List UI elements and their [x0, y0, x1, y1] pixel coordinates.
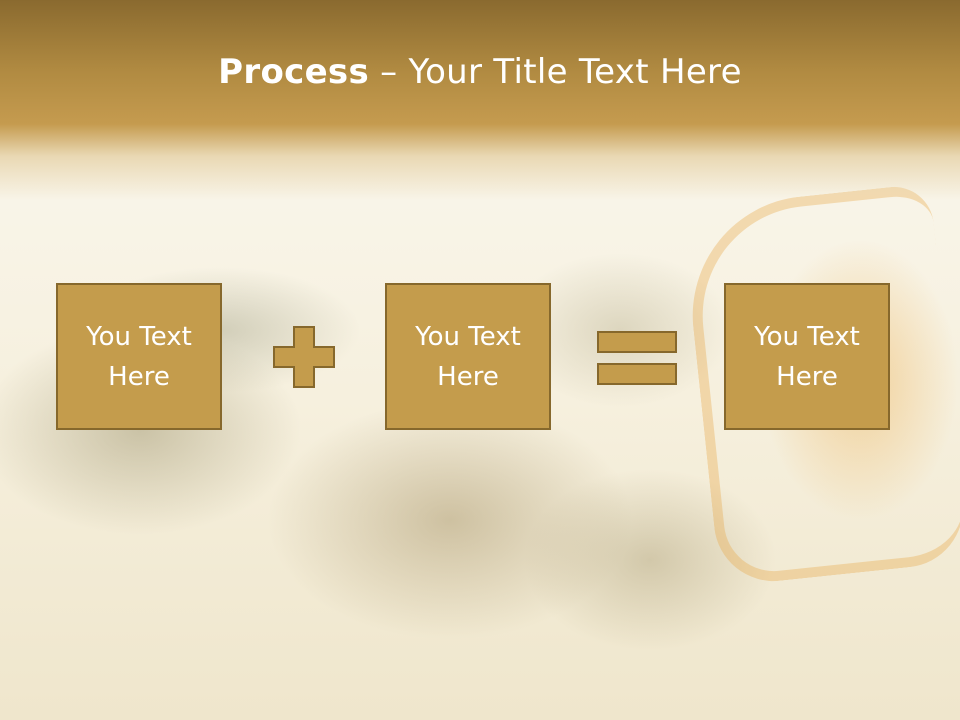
box-line-2: Here: [776, 361, 838, 392]
process-box-2[interactable]: You Text Here: [385, 283, 551, 430]
slide-title[interactable]: Process – Your Title Text Here: [0, 52, 960, 92]
process-box-1[interactable]: You Text Here: [56, 283, 222, 430]
box-line-1: You Text: [415, 321, 521, 352]
plus-icon: [273, 326, 335, 388]
title-bold: Process: [218, 52, 370, 92]
box-line-2: Here: [437, 361, 499, 392]
box-line-1: You Text: [86, 321, 192, 352]
box-line-1: You Text: [754, 321, 860, 352]
equals-icon: [597, 331, 677, 385]
title-rest: – Your Title Text Here: [369, 52, 742, 92]
box-line-2: Here: [108, 361, 170, 392]
title-band: [0, 0, 960, 200]
process-box-3[interactable]: You Text Here: [724, 283, 890, 430]
